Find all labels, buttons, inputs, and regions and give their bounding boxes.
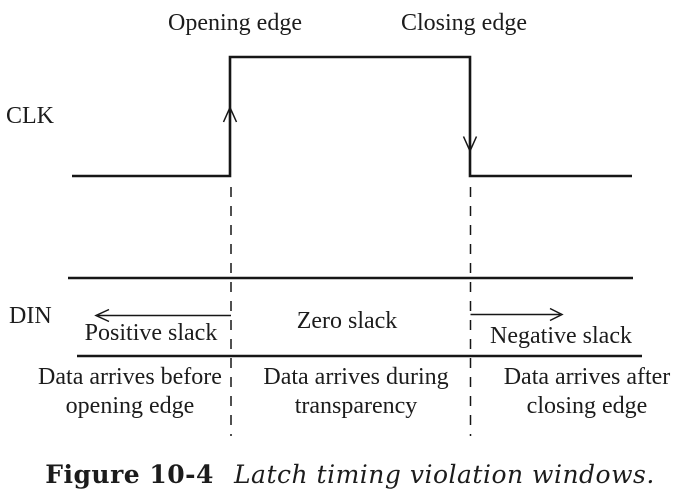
figure-caption-title: Latch timing violation windows. <box>233 460 655 489</box>
figure-caption-number: Figure 10-4 <box>45 460 214 489</box>
clk-signal-label: CLK <box>6 103 54 129</box>
description-line: closing edge <box>526 393 648 419</box>
description-line: Data arrives after <box>503 364 671 390</box>
description-line: opening edge <box>65 393 195 419</box>
falling-edge-arrowhead <box>462 136 478 153</box>
description-before-opening: Data arrives before opening edge <box>38 363 222 421</box>
closing-edge-label: Closing edge <box>401 10 527 36</box>
description-line: transparency <box>294 393 418 419</box>
figure-caption: Figure 10-4 Latch timing violation window… <box>45 460 655 489</box>
description-line: Data arrives before <box>38 364 222 390</box>
positive-slack-label: Positive slack <box>84 320 218 346</box>
clk-waveform-line <box>72 55 632 178</box>
opening-edge-label: Opening edge <box>168 10 302 36</box>
positive-slack-arrowhead <box>94 308 110 323</box>
din-signal-label: DIN <box>9 303 52 329</box>
description-line: Data arrives during <box>263 364 449 390</box>
negative-slack-arrowhead <box>549 307 564 322</box>
description-during-transparency: Data arrives during transparency <box>263 363 448 421</box>
description-after-closing: Data arrives after closing edge <box>504 363 671 421</box>
negative-slack-label: Negative slack <box>490 323 632 349</box>
rising-edge-arrowhead <box>222 105 238 123</box>
zero-slack-label: Zero slack <box>296 308 398 334</box>
